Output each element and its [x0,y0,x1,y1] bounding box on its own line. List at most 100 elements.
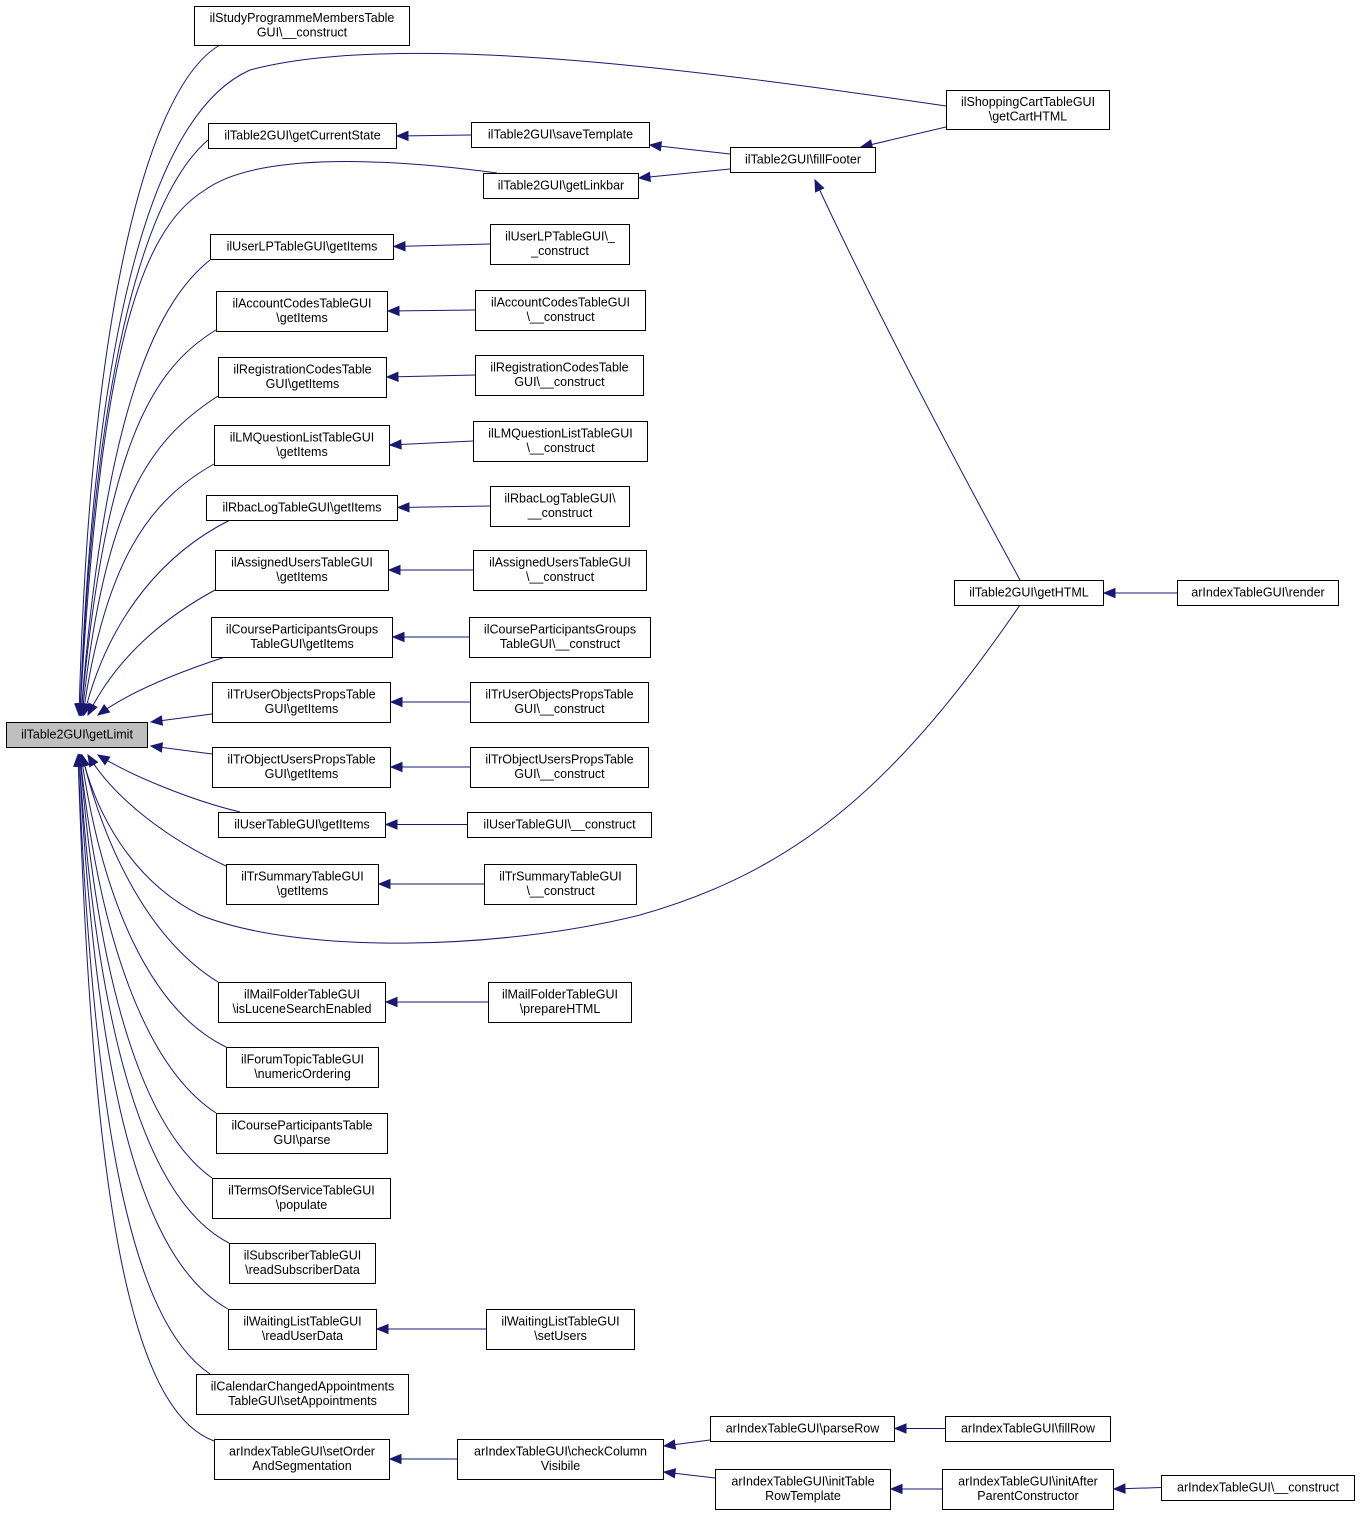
node-label: GUI\__construct [514,702,605,716]
node-acctCodes[interactable]: ilAccountCodesTableGUI\getItems [216,291,388,332]
edge-arrowhead [384,819,398,830]
node-label: TableGUI\setAppointments [228,1394,377,1408]
edge-line [81,604,1021,944]
node-box [470,747,649,788]
node-trSummaryC[interactable]: ilTrSummaryTableGUI\__construct [484,864,637,905]
node-arConstruct[interactable]: arIndexTableGUI\__construct [1161,1475,1355,1501]
node-box [226,864,379,905]
edge-arCheckCol-to-arSetOrder [388,1453,457,1465]
node-label: ilTable2GUI\getCurrentState [224,128,380,142]
node-label: arIndexTableGUI\setOrder [229,1445,375,1459]
node-label: GUI\getItems [265,702,339,716]
node-box [484,864,637,905]
edge-arrowhead [384,996,398,1008]
node-tos[interactable]: ilTermsOfServiceTableGUI\populate [212,1178,391,1219]
edge-arrowhead [96,754,111,766]
node-saveTpl[interactable]: ilTable2GUI\saveTemplate [471,122,650,148]
node-mailFolderP[interactable]: ilMailFolderTableGUI\prepareHTML [488,982,632,1023]
edge-line [860,126,947,148]
node-userLPc[interactable]: ilUserLPTableGUI\__construct [490,224,630,265]
node-label: ilSubscriberTableGUI [244,1249,361,1263]
node-box [483,173,639,199]
edge-arrowhead [87,702,98,717]
edge-arrowhead [149,715,164,726]
edge-line [81,395,219,716]
node-getHTML[interactable]: ilTable2GUI\getHTML [954,580,1104,606]
node-arParseRow[interactable]: arIndexTableGUI\parseRow [710,1416,895,1442]
node-label: GUI\__construct [514,375,605,389]
edge-crsGroups-to-root [96,656,226,716]
node-userTbl[interactable]: ilUserTableGUI\getItems [218,812,386,838]
node-forumTopic[interactable]: ilForumTopicTableGUI\numericOrdering [226,1047,379,1088]
node-waiting[interactable]: ilWaitingListTableGUI\readUserData [228,1309,377,1350]
edge-arrowhead [389,696,403,708]
node-label: \isLuceneSearchEnabled [233,1002,372,1016]
node-crsGroups[interactable]: ilCourseParticipantsGroupsTableGUI\getIt… [211,617,393,658]
node-box [212,682,391,723]
node-fillFooter[interactable]: ilTable2GUI\fillFooter [730,147,876,173]
edge-getHTML-to-fillFooter [814,178,1021,581]
node-box [208,123,397,149]
edge-regCodesC-to-regCodes [385,371,476,382]
node-subscriber[interactable]: ilSubscriberTableGUI\readSubscriberData [229,1243,376,1284]
node-waitingSet[interactable]: ilWaitingListTableGUI\setUsers [486,1309,635,1350]
node-box [206,495,398,521]
edge-arrowhead [87,753,99,768]
edge-arrowhead [96,703,111,716]
edge-arInitAfter-to-arInitTpl [889,1483,942,1495]
node-mailFolder[interactable]: ilMailFolderTableGUI\isLuceneSearchEnabl… [218,982,386,1023]
node-label: ilTrObjectUsersPropsTable [227,753,375,767]
edge-arFillRow-to-arParseRow [893,1423,945,1434]
node-lmq[interactable]: ilLMQuestionListTableGUI\getItems [214,425,390,466]
node-studyProg[interactable]: ilStudyProgrammeMembersTableGUI\__constr… [194,6,410,46]
edge-arrowhead [385,371,399,382]
node-box [475,355,644,396]
node-label: \numericOrdering [254,1067,351,1081]
node-lmqC[interactable]: ilLMQuestionListTableGUI\__construct [473,421,648,462]
node-arFillRow[interactable]: arIndexTableGUI\fillRow [945,1416,1111,1442]
node-arInitAfter[interactable]: arIndexTableGUI\initAfterParentConstruct… [942,1469,1114,1510]
edge-line [78,44,221,716]
node-label: ilUserTableGUI\__construct [483,817,636,831]
edge-arrowhead [149,742,164,753]
node-root[interactable]: ilTable2GUI\getLimit [6,722,148,748]
node-shopCart[interactable]: ilShoppingCartTableGUI\getCartHTML [946,90,1110,130]
node-calendar[interactable]: ilCalendarChangedAppointmentsTableGUI\se… [196,1374,409,1415]
node-label: AndSegmentation [252,1459,351,1473]
node-userTblC[interactable]: ilUserTableGUI\__construct [467,812,652,838]
node-rbac[interactable]: ilRbacLogTableGUI\getItems [206,495,398,521]
node-crsGroupsC[interactable]: ilCourseParticipantsGroupsTableGUI\__con… [469,617,651,658]
edge-arrowhead [377,878,391,890]
node-label: GUI\__construct [257,26,348,40]
edge-line [393,243,491,247]
node-label: ilMailFolderTableGUI [244,988,360,1002]
node-label: ilLMQuestionListTableGUI [488,427,633,441]
node-label: ilCourseParticipantsTable [231,1119,372,1133]
node-arRender[interactable]: arIndexTableGUI\render [1177,580,1339,606]
edge-line [81,754,219,983]
node-box [216,1113,388,1154]
edge-crsGroupsC-to-crsGroups [391,631,469,643]
node-rbacC[interactable]: ilRbacLogTableGUI\__construct [490,486,630,527]
node-getCurState[interactable]: ilTable2GUI\getCurrentState [208,123,397,149]
node-box [954,580,1104,606]
node-trSummary[interactable]: ilTrSummaryTableGUI\getItems [226,864,379,905]
node-userLP[interactable]: ilUserLPTableGUI\getItems [210,234,394,260]
node-label: ilTable2GUI\getLinkbar [498,178,624,192]
edge-trObjUsers-to-root [149,742,213,755]
node-acctCodesC[interactable]: ilAccountCodesTableGUI\__construct [475,290,646,331]
node-label: arIndexTableGUI\initAfter [958,1475,1098,1489]
node-assignedC[interactable]: ilAssignedUsersTableGUI\__construct [473,550,647,591]
node-assigned[interactable]: ilAssignedUsersTableGUI\getItems [215,550,389,591]
node-getLinkbar[interactable]: ilTable2GUI\getLinkbar [483,173,639,199]
